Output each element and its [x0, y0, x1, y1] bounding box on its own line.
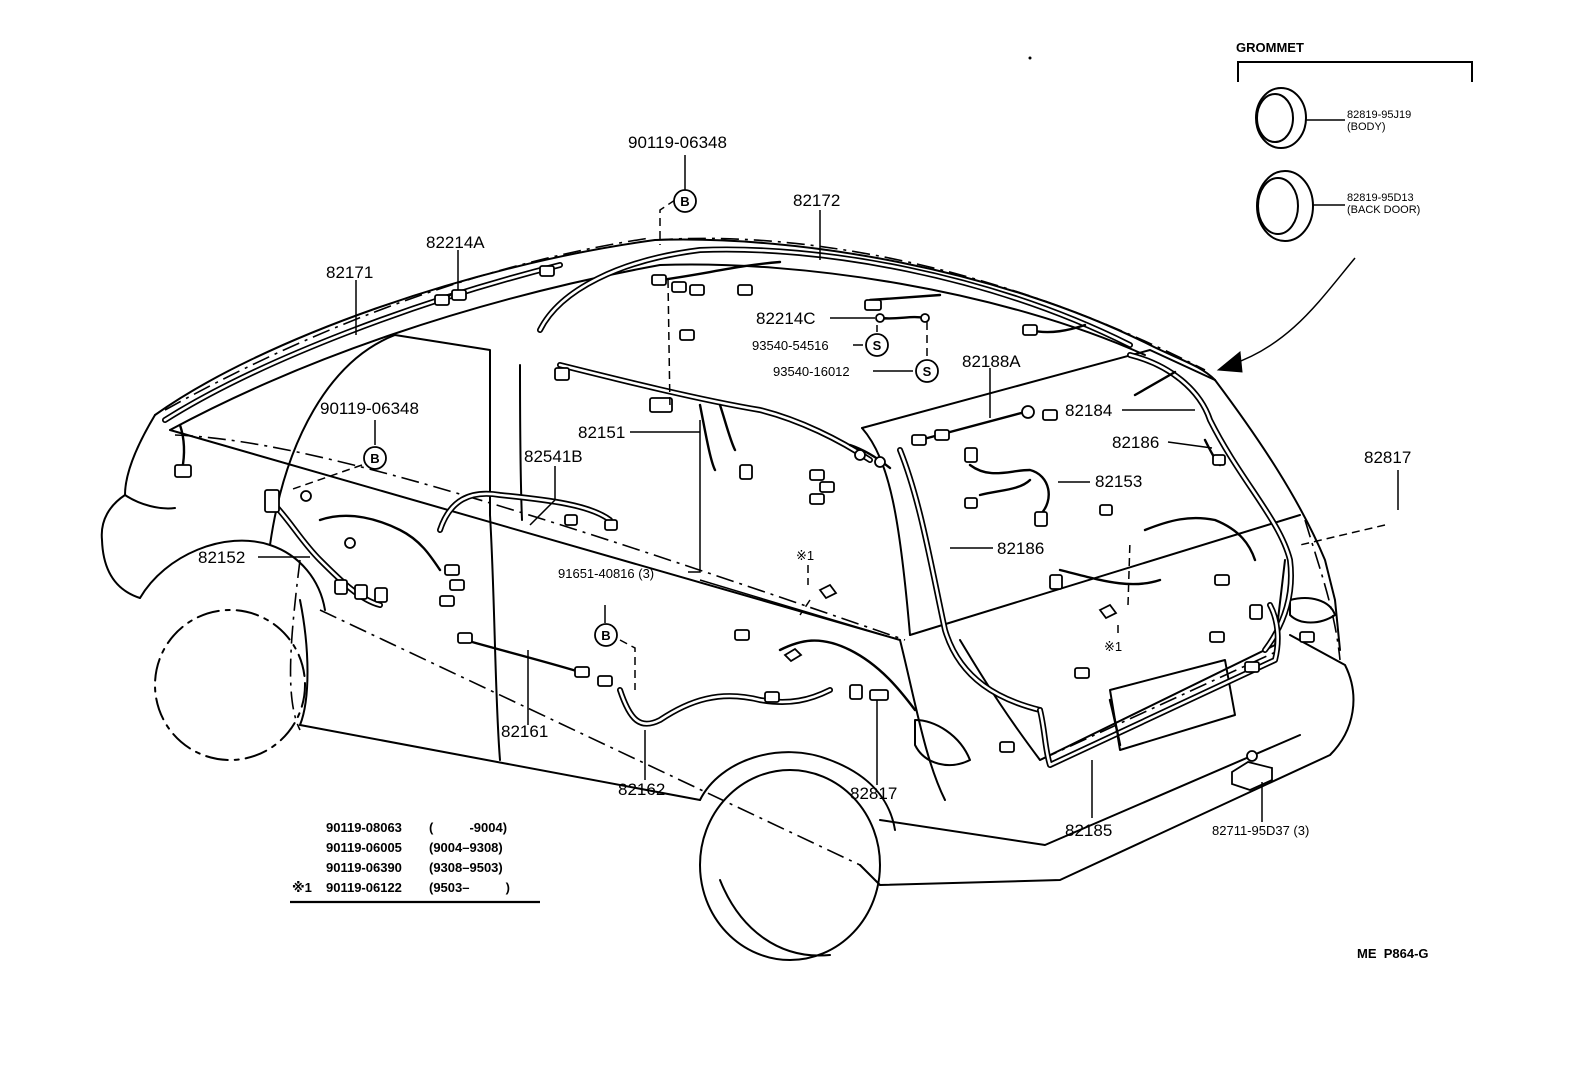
bolt-row-part: 90119-06390: [326, 860, 402, 875]
roof-harness-82171: [162, 262, 563, 478]
roof-harness-82188A: [911, 405, 1058, 446]
leader-lines: [258, 119, 1399, 822]
screw-symbol-s-1: S: [865, 333, 889, 357]
harness-82541B: [437, 490, 618, 533]
svg-text:B: B: [370, 451, 379, 466]
bolt-row-range: ( -9004): [429, 820, 507, 835]
stray-dot: [1028, 56, 1032, 60]
label-mark1-upper: ※1: [796, 548, 814, 563]
grommet-backdoor-note: (BACK DOOR): [1347, 204, 1420, 216]
label-82186-mid: 82186: [997, 539, 1044, 558]
hidden-body-lines: [164, 237, 1341, 866]
bolt-row-mark: ※1: [292, 880, 312, 895]
label-82214C: 82214C: [756, 309, 816, 328]
bolt-symbol-b-left: B: [363, 446, 387, 470]
label-93540-54516: 93540-54516: [752, 338, 829, 353]
bolt-row-part: 90119-06005: [326, 840, 402, 855]
bolt-table: 90119-08063 ( -9004) 90119-06005 (9004–9…: [290, 820, 540, 904]
bolt-bodies: [818, 583, 1118, 620]
svg-text:B: B: [680, 194, 689, 209]
backdoor-harness-82153: [897, 447, 1162, 713]
bolt-symbol-b-top: B: [673, 189, 697, 213]
screw-symbol-s-2: S: [915, 359, 939, 383]
svg-text:S: S: [873, 338, 882, 353]
grommet-title: GROMMET: [1236, 40, 1304, 55]
grommet-body-note: (BODY): [1347, 121, 1386, 133]
label-mark1-lower: ※1: [1104, 639, 1122, 654]
bolt-row-part: 90119-06122: [326, 880, 402, 895]
label-82172: 82172: [793, 191, 840, 210]
label-90119-06348-left: 90119-06348: [320, 399, 419, 418]
grommet-backdoor-part: 82819-95D13: [1347, 192, 1414, 204]
bolt-row-range: (9004–9308): [429, 840, 503, 855]
svg-text:B: B: [601, 628, 610, 643]
bolt-row-range: (9503– ): [429, 880, 510, 895]
bolt-symbol-b-lower: B: [594, 623, 618, 647]
label-82817-bottom: 82817: [850, 784, 897, 803]
svg-text:S: S: [923, 364, 932, 379]
label-82162: 82162: [618, 780, 665, 799]
bolt-row-part: 90119-08063: [326, 820, 402, 835]
label-82153: 82153: [1095, 472, 1142, 491]
label-82152: 82152: [198, 548, 245, 567]
floor-harness-82162: [617, 629, 917, 727]
label-82817-right: 82817: [1364, 448, 1411, 467]
label-82214A: 82214A: [426, 233, 485, 252]
label-91651-40816: 91651-40816 (3): [558, 566, 654, 581]
rear-harness-82185: [999, 602, 1315, 768]
bolt-row-range: (9308–9503): [429, 860, 503, 875]
roof-harness-82172: [537, 246, 1133, 348]
label-82188A: 82188A: [962, 352, 1021, 371]
label-82541B: 82541B: [524, 447, 583, 466]
front-harness-82152: [264, 489, 465, 608]
grommet-inset: [1237, 61, 1473, 242]
label-82711-95D37: 82711-95D37 (3): [1212, 823, 1309, 838]
footer-code: ME P864-G: [1357, 946, 1429, 961]
label-82151: 82151: [578, 423, 625, 442]
label-82186-right: 82186: [1112, 433, 1159, 452]
backdoor-harness-82184: [1127, 352, 1294, 653]
label-82161: 82161: [501, 722, 548, 741]
label-82171: 82171: [326, 263, 373, 282]
label-90119-06348-top: 90119-06348: [628, 133, 727, 152]
grommet-body-part: 82819-95J19: [1347, 109, 1411, 121]
label-82184: 82184: [1065, 401, 1112, 420]
label-93540-16012: 93540-16012: [773, 364, 850, 379]
van-body-outline: [100, 238, 1355, 961]
center-harness-82151: [554, 362, 892, 505]
floor-harness-82161: [457, 632, 613, 687]
label-82185: 82185: [1065, 821, 1112, 840]
